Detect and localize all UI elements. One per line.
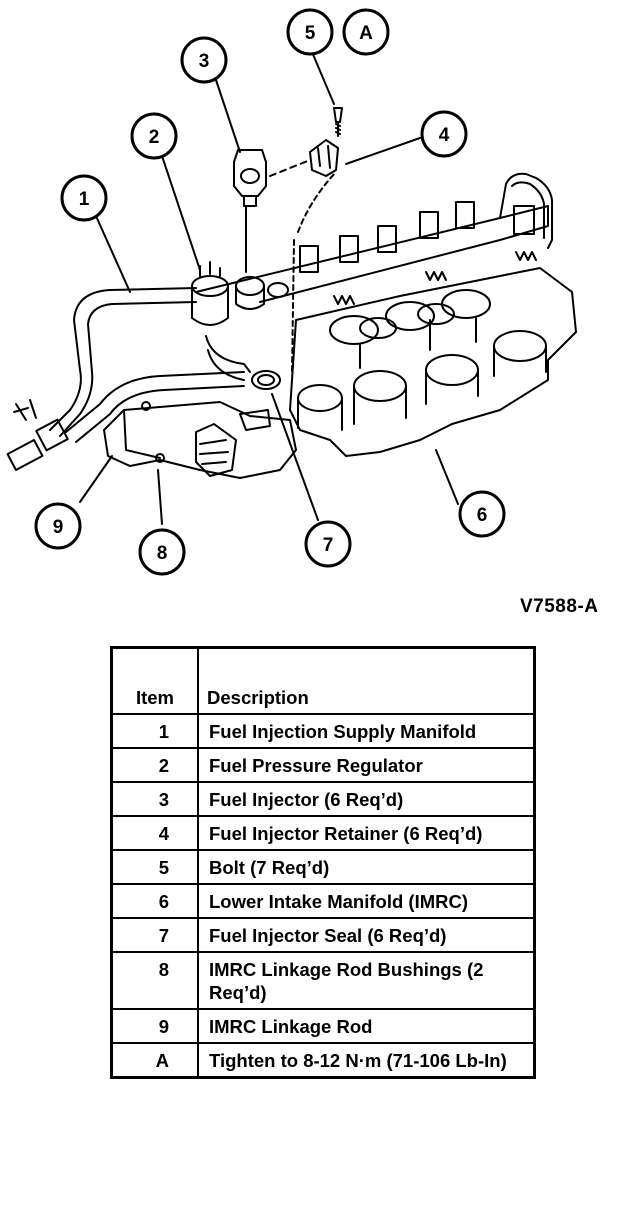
- item-cell: 9: [110, 1008, 199, 1044]
- callout-8: 8: [138, 528, 186, 576]
- table-row: 2 Fuel Pressure Regulator: [110, 747, 536, 783]
- callout-4: 4: [420, 110, 468, 158]
- item-column-header: Item: [110, 646, 199, 715]
- item-cell: 8: [110, 951, 199, 1010]
- lower-intake-manifold-drawing: [289, 267, 577, 457]
- item-cell: 7: [110, 917, 199, 953]
- fuel-pressure-regulator-drawing: [191, 261, 289, 326]
- table-row: 5 Bolt (7 Req’d): [110, 849, 536, 885]
- item-cell: 1: [110, 713, 199, 749]
- table-row: 6 Lower Intake Manifold (IMRC): [110, 883, 536, 919]
- imrc-linkage-drawing: [103, 401, 297, 479]
- description-cell: Tighten to 8-12 N·m (71-106 Lb-In): [197, 1042, 536, 1079]
- callout-3: 3: [180, 36, 228, 84]
- description-cell: Fuel Injector (6 Req’d): [197, 781, 536, 817]
- description-cell: Fuel Injection Supply Manifold: [197, 713, 536, 749]
- item-cell: 4: [110, 815, 199, 851]
- callout-9: 9: [34, 502, 82, 550]
- description-column-header: Description: [197, 646, 536, 715]
- svg-text:3: 3: [199, 51, 210, 72]
- parts-table: Item Description 1 Fuel Injection Supply…: [110, 646, 536, 1079]
- figure-id: V7588-A: [520, 596, 599, 617]
- svg-text:6: 6: [477, 505, 488, 526]
- description-cell: Fuel Injector Retainer (6 Req’d): [197, 815, 536, 851]
- table-row: 7 Fuel Injector Seal (6 Req’d): [110, 917, 536, 953]
- table-row: 9 IMRC Linkage Rod: [110, 1008, 536, 1044]
- callout-2: 2: [130, 112, 178, 160]
- item-cell: 5: [110, 849, 199, 885]
- table-row: A Tighten to 8-12 N·m (71-106 Lb-In): [110, 1042, 536, 1079]
- bolt-drawing: [333, 107, 343, 137]
- fuel-injector-seal-drawing: [251, 370, 281, 390]
- item-cell: 3: [110, 781, 199, 817]
- injector-retainer-drawing: [269, 139, 339, 177]
- fuel-supply-manifold-drawing: [6, 172, 553, 471]
- svg-text:7: 7: [323, 535, 334, 556]
- description-cell: IMRC Linkage Rod: [197, 1008, 536, 1044]
- svg-text:A: A: [359, 23, 373, 44]
- table-row: 3 Fuel Injector (6 Req’d): [110, 781, 536, 817]
- callout-5: 5: [286, 8, 334, 56]
- item-cell: A: [110, 1042, 199, 1079]
- leader-lines: [79, 51, 459, 525]
- item-cell: 2: [110, 747, 199, 783]
- callout-7: 7: [304, 520, 352, 568]
- table-row: 8 IMRC Linkage Rod Bushings (2 Req’d): [110, 951, 536, 1010]
- svg-text:1: 1: [79, 189, 90, 210]
- description-cell: Lower Intake Manifold (IMRC): [197, 883, 536, 919]
- description-cell: Bolt (7 Req’d): [197, 849, 536, 885]
- table-header-row: Item Description: [110, 646, 536, 715]
- table-row: 1 Fuel Injection Supply Manifold: [110, 713, 536, 749]
- description-cell: Fuel Injector Seal (6 Req’d): [197, 917, 536, 953]
- callout-6: 6: [458, 490, 506, 538]
- description-cell: Fuel Pressure Regulator: [197, 747, 536, 783]
- callout-1: 1: [60, 174, 108, 222]
- fuel-injector-drawing: [233, 149, 267, 273]
- svg-text:2: 2: [149, 127, 160, 148]
- callout-a: A: [342, 8, 390, 56]
- item-cell: 6: [110, 883, 199, 919]
- svg-text:9: 9: [53, 517, 64, 538]
- exploded-view-diagram: 1 2 3 5 A 4 6 7 8 9: [6, 8, 577, 576]
- svg-text:4: 4: [439, 125, 450, 146]
- description-cell: IMRC Linkage Rod Bushings (2 Req’d): [197, 951, 536, 1010]
- svg-text:5: 5: [305, 23, 316, 44]
- table-row: 4 Fuel Injector Retainer (6 Req’d): [110, 815, 536, 851]
- svg-text:8: 8: [157, 543, 168, 564]
